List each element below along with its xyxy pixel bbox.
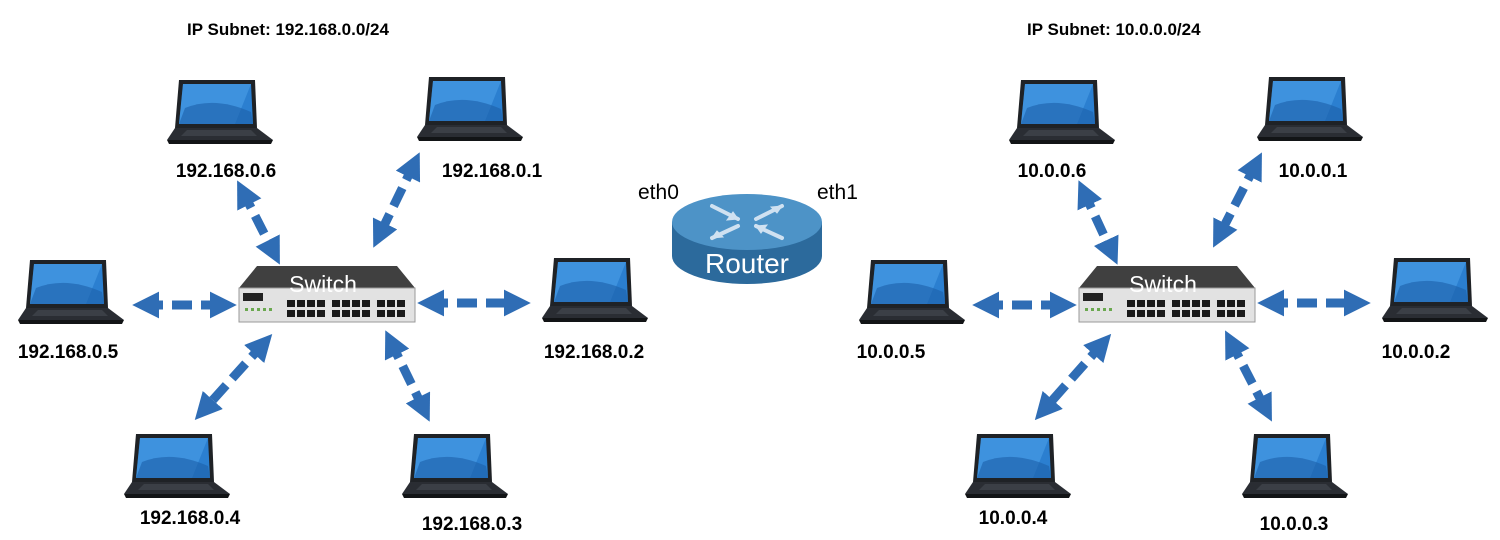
laptop-icon bbox=[965, 434, 1071, 498]
interface-label-eth0: eth0 bbox=[638, 181, 679, 204]
link-arrow bbox=[384, 330, 431, 422]
laptop-icon bbox=[124, 434, 230, 498]
laptop-icon bbox=[859, 260, 965, 324]
laptop-icon bbox=[1242, 434, 1348, 498]
link-arrow bbox=[1034, 333, 1112, 421]
subnet-title-right: IP Subnet: 10.0.0.0/24 bbox=[1027, 20, 1201, 39]
link-arrow bbox=[237, 180, 280, 265]
laptop-icon bbox=[402, 434, 508, 498]
host-label: 10.0.0.1 bbox=[1279, 161, 1348, 182]
router-label: Router bbox=[705, 248, 789, 279]
hosts-right: 10.0.0.6 10.0.0.1 10.0.0.5 10.0.0.2 10.0… bbox=[857, 77, 1488, 535]
link-arrow bbox=[194, 333, 273, 421]
switch-label-right: Switch bbox=[1129, 271, 1197, 297]
laptop-icon bbox=[1382, 258, 1488, 322]
link-arrows-left bbox=[132, 152, 531, 422]
router: Router eth0 eth1 bbox=[638, 181, 858, 284]
host-label: 10.0.0.4 bbox=[979, 508, 1048, 529]
host-label: 10.0.0.3 bbox=[1260, 514, 1329, 535]
router-icon bbox=[672, 194, 822, 284]
host-label: 192.168.0.1 bbox=[442, 161, 543, 182]
laptop-icon bbox=[1257, 77, 1363, 141]
hosts-left: 192.168.0.6 192.168.0.1 192.168.0.5 192.… bbox=[18, 77, 648, 535]
host-label: 192.168.0.3 bbox=[422, 514, 522, 535]
laptop-icon bbox=[167, 80, 273, 144]
link-arrow bbox=[1077, 180, 1119, 265]
laptop-icon bbox=[1009, 80, 1115, 144]
laptop-icon bbox=[542, 258, 648, 322]
host-label: 192.168.0.6 bbox=[176, 161, 276, 182]
host-label: 10.0.0.6 bbox=[1018, 161, 1087, 182]
link-arrow bbox=[1225, 330, 1272, 422]
switch-left: Switch bbox=[238, 266, 416, 323]
laptop-icon bbox=[417, 77, 523, 141]
link-arrow bbox=[1213, 152, 1262, 248]
interface-label-eth1: eth1 bbox=[817, 181, 858, 204]
switch-right: Switch bbox=[1078, 266, 1256, 323]
subnet-title-left: IP Subnet: 192.168.0.0/24 bbox=[187, 20, 389, 39]
switch-label-left: Switch bbox=[289, 271, 357, 297]
host-label: 192.168.0.4 bbox=[140, 508, 241, 529]
host-label: 192.168.0.5 bbox=[18, 342, 119, 363]
laptop-icon bbox=[18, 260, 124, 324]
host-label: 10.0.0.5 bbox=[857, 342, 926, 363]
link-arrows-right bbox=[972, 152, 1371, 422]
host-label: 192.168.0.2 bbox=[544, 342, 644, 363]
host-label: 10.0.0.2 bbox=[1382, 342, 1451, 363]
link-arrow bbox=[372, 152, 421, 248]
